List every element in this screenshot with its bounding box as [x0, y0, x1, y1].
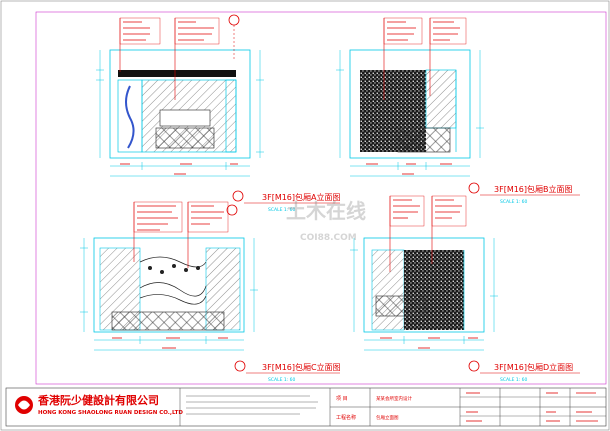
callout-text-lines [433, 21, 460, 41]
elevation-a-pilaster [225, 79, 237, 153]
callout-text-lines [137, 205, 178, 231]
callout-box [174, 17, 220, 45]
project-label: 项 目 [336, 396, 348, 402]
elevation-c-dimension-lines [80, 238, 258, 351]
watermark-main: 土木在线 [286, 199, 366, 223]
drawing-value: 包厢立面图 [376, 414, 399, 421]
elevation-d-title-bubble-icon [468, 360, 480, 372]
elevation-c-wall-wave [139, 282, 207, 297]
company-name-en: HONG KONG SHAOLONG RUAN DESIGN CO.,LTD [38, 410, 183, 416]
callout-box [187, 201, 229, 233]
company-name-cn: 香港阮少健設計有限公司 [37, 393, 159, 407]
elevation-a-door-ornament [125, 85, 135, 149]
elevation-d-scale: SCALE 1: 60 [500, 377, 528, 383]
elevation-c-title: 3F[M16]包厢C立面图 [262, 362, 341, 372]
elevation-d-dimension-lines [350, 238, 498, 351]
section-marker-icon [228, 14, 240, 26]
elevation-d-cabinet [375, 295, 427, 317]
elevation-a-title-bubble-icon [232, 190, 244, 202]
elevation-a-title: 3F[M16]包厢A立面图 [262, 192, 341, 202]
title-block-entries [466, 392, 598, 422]
elevation-c-title-bubble-icon [234, 360, 246, 372]
callout-box [133, 201, 183, 233]
watermark: 土木在线 COI88.COM [286, 199, 366, 243]
callout-box [383, 17, 423, 45]
elevation-c: 3F[M16]包厢C立面图 SCALE 1: 60 [80, 201, 341, 383]
elevation-b: 3F[M16]包厢B立面图 SCALE 1: 60 [336, 17, 580, 205]
callout-box [429, 17, 467, 45]
callout-text-lines [393, 199, 420, 219]
elevation-a-dimension-lines [96, 50, 264, 177]
elevation-c-pendant-lights [148, 264, 200, 274]
callout-box [389, 195, 425, 227]
elevation-a-scale: SCALE 1: 60 [268, 207, 296, 213]
elevation-d-dimension-figures [380, 337, 478, 349]
callout-text-lines [191, 205, 224, 225]
callout-text-lines [178, 21, 214, 41]
callout-box [431, 195, 467, 227]
elevation-c-dimension-figures [112, 337, 228, 349]
project-value: 某某会所室内设计 [376, 395, 412, 402]
title-block: 香港阮少健設計有限公司 HONG KONG SHAOLONG RUAN DESI… [5, 387, 607, 427]
elevation-a-cabinet [155, 127, 215, 149]
drawing-label: 工程名称 [336, 414, 356, 421]
elevation-c-sofa [111, 311, 225, 331]
design-notes [186, 395, 318, 415]
callout-text-lines [387, 21, 416, 41]
elevation-d-title: 3F[M16]包厢D立面图 [494, 362, 573, 372]
elevation-c-scale: SCALE 1: 60 [268, 377, 296, 383]
elevation-d-tile-wall [404, 250, 464, 330]
company-logo-mark [18, 400, 30, 410]
elevation-b-scale: SCALE 1: 60 [500, 199, 528, 205]
callout-text-lines [123, 21, 150, 41]
section-marker-icon [226, 204, 238, 216]
elevation-b-dimension-figures [366, 163, 452, 175]
elevation-b-title: 3F[M16]包厢B立面图 [494, 184, 573, 194]
watermark-sub: COI88.COM [300, 233, 357, 243]
elevation-a-tv-niche [159, 109, 211, 127]
elevation-b-mirror-panel [425, 69, 457, 129]
callout-text-lines [435, 199, 462, 219]
callout-box [119, 17, 161, 45]
title-block-grid [460, 396, 606, 417]
drawing-frame [35, 11, 607, 385]
elevation-a-cornice [118, 70, 236, 77]
elevation-b-title-bubble-icon [468, 182, 480, 194]
elevation-a-dimension-figures [120, 163, 238, 175]
elevation-d: 3F[M16]包厢D立面图 SCALE 1: 60 [350, 195, 580, 383]
elevation-c-ceiling-wave [139, 256, 207, 268]
elevation-c-wall-wave [139, 294, 207, 305]
elevation-b-dimension-lines [336, 50, 484, 177]
elevation-d-left-panel [371, 249, 405, 331]
elevation-a: 3F[M16]包厢A立面图 SCALE 1: 60 [96, 14, 341, 213]
elevation-b-cabinet [397, 127, 451, 153]
company-logo [15, 396, 33, 414]
